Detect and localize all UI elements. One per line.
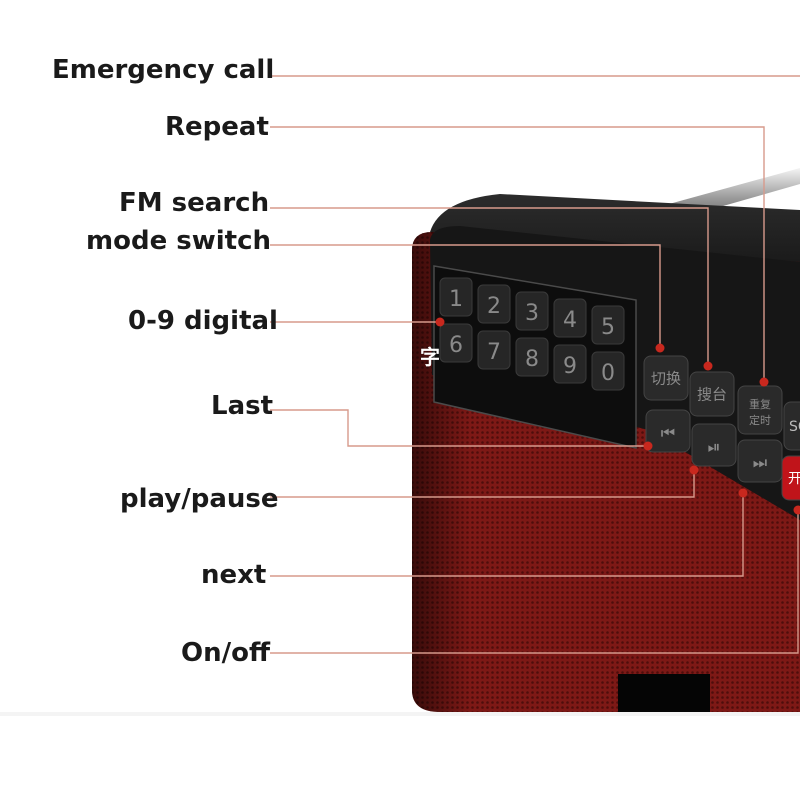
- leader-next: [270, 488, 748, 577]
- keypad-key[interactable]: 1: [439, 277, 473, 317]
- bottom-foot: [618, 674, 710, 714]
- keypad-key-label: 1: [449, 287, 463, 312]
- power-button[interactable]: 开关: [781, 455, 800, 501]
- leader-play-pause: [270, 465, 699, 498]
- callout-next: next: [201, 560, 267, 590]
- keypad-key[interactable]: 3: [515, 291, 549, 331]
- leader-dot: [655, 343, 665, 353]
- keypad-key-label: 7: [487, 340, 501, 365]
- play-pause-icon: ⏯: [708, 437, 721, 456]
- leader-on-off: [270, 505, 800, 654]
- callout-repeat: Repeat: [165, 112, 269, 142]
- keypad-key[interactable]: 7: [477, 330, 511, 370]
- keypad-key-label: 2: [487, 294, 501, 319]
- sos-button-label: SO: [789, 419, 800, 435]
- callout-emergency-call: Emergency call: [52, 55, 275, 85]
- leader-dot: [793, 505, 800, 515]
- leader-mode-switch: [270, 244, 665, 353]
- leader-fm-search: [270, 207, 713, 371]
- callout-digital-keys: 0-9 digital: [128, 306, 278, 336]
- keypad-key-label: 9: [563, 354, 577, 379]
- keypad-key-label: 5: [601, 315, 615, 340]
- search-button-label: 搜台: [697, 385, 727, 403]
- callout-last: Last: [211, 391, 274, 421]
- leader-dot: [435, 317, 445, 327]
- panel-partial-text: 字: [420, 345, 440, 369]
- callout-play-pause: play/pause: [120, 484, 279, 514]
- keypad-key-label: 8: [525, 347, 539, 372]
- callout-fm-search: FM search: [119, 188, 270, 218]
- keypad-key-label: 3: [525, 301, 539, 326]
- keypad-key[interactable]: 2: [477, 284, 511, 324]
- leader-dot: [689, 465, 699, 475]
- previous-button[interactable]: ⏮: [645, 409, 691, 453]
- keypad-key[interactable]: 9: [553, 344, 587, 384]
- keypad-key[interactable]: 8: [515, 337, 549, 377]
- keypad-key-label: 0: [601, 361, 615, 386]
- leader-dot: [643, 441, 653, 451]
- keypad-key-label: 4: [563, 308, 577, 333]
- callout-mode-switch: mode switch: [86, 226, 272, 256]
- power-button-label: 开关: [788, 471, 800, 487]
- keypad-key[interactable]: 0: [591, 351, 625, 391]
- repeat-button-label-bottom: 定时: [749, 413, 771, 427]
- leader-repeat: [270, 126, 769, 387]
- leader-last: [270, 409, 653, 451]
- repeat-button-label-top: 重复: [749, 397, 771, 411]
- leader-digital-keys: [270, 317, 445, 327]
- leader-dot: [738, 488, 748, 498]
- leader-dot: [759, 377, 769, 387]
- play-pause-button[interactable]: ⏯: [691, 423, 737, 467]
- keypad-key[interactable]: 6: [439, 323, 473, 363]
- keypad-key-label: 6: [449, 333, 463, 358]
- leader-dot: [703, 361, 713, 371]
- next-button[interactable]: ⏭: [737, 439, 783, 483]
- callout-on-off: On/off: [181, 638, 271, 668]
- next-icon: ⏭: [753, 453, 767, 472]
- previous-icon: ⏮: [661, 423, 675, 442]
- sos-button[interactable]: SO: [783, 401, 800, 451]
- search-button[interactable]: 搜台: [689, 371, 735, 417]
- keypad-key[interactable]: 5: [591, 305, 625, 345]
- keypad-key[interactable]: 4: [553, 298, 587, 338]
- switch-button[interactable]: 切换: [643, 355, 689, 401]
- switch-button-label: 切换: [651, 369, 681, 387]
